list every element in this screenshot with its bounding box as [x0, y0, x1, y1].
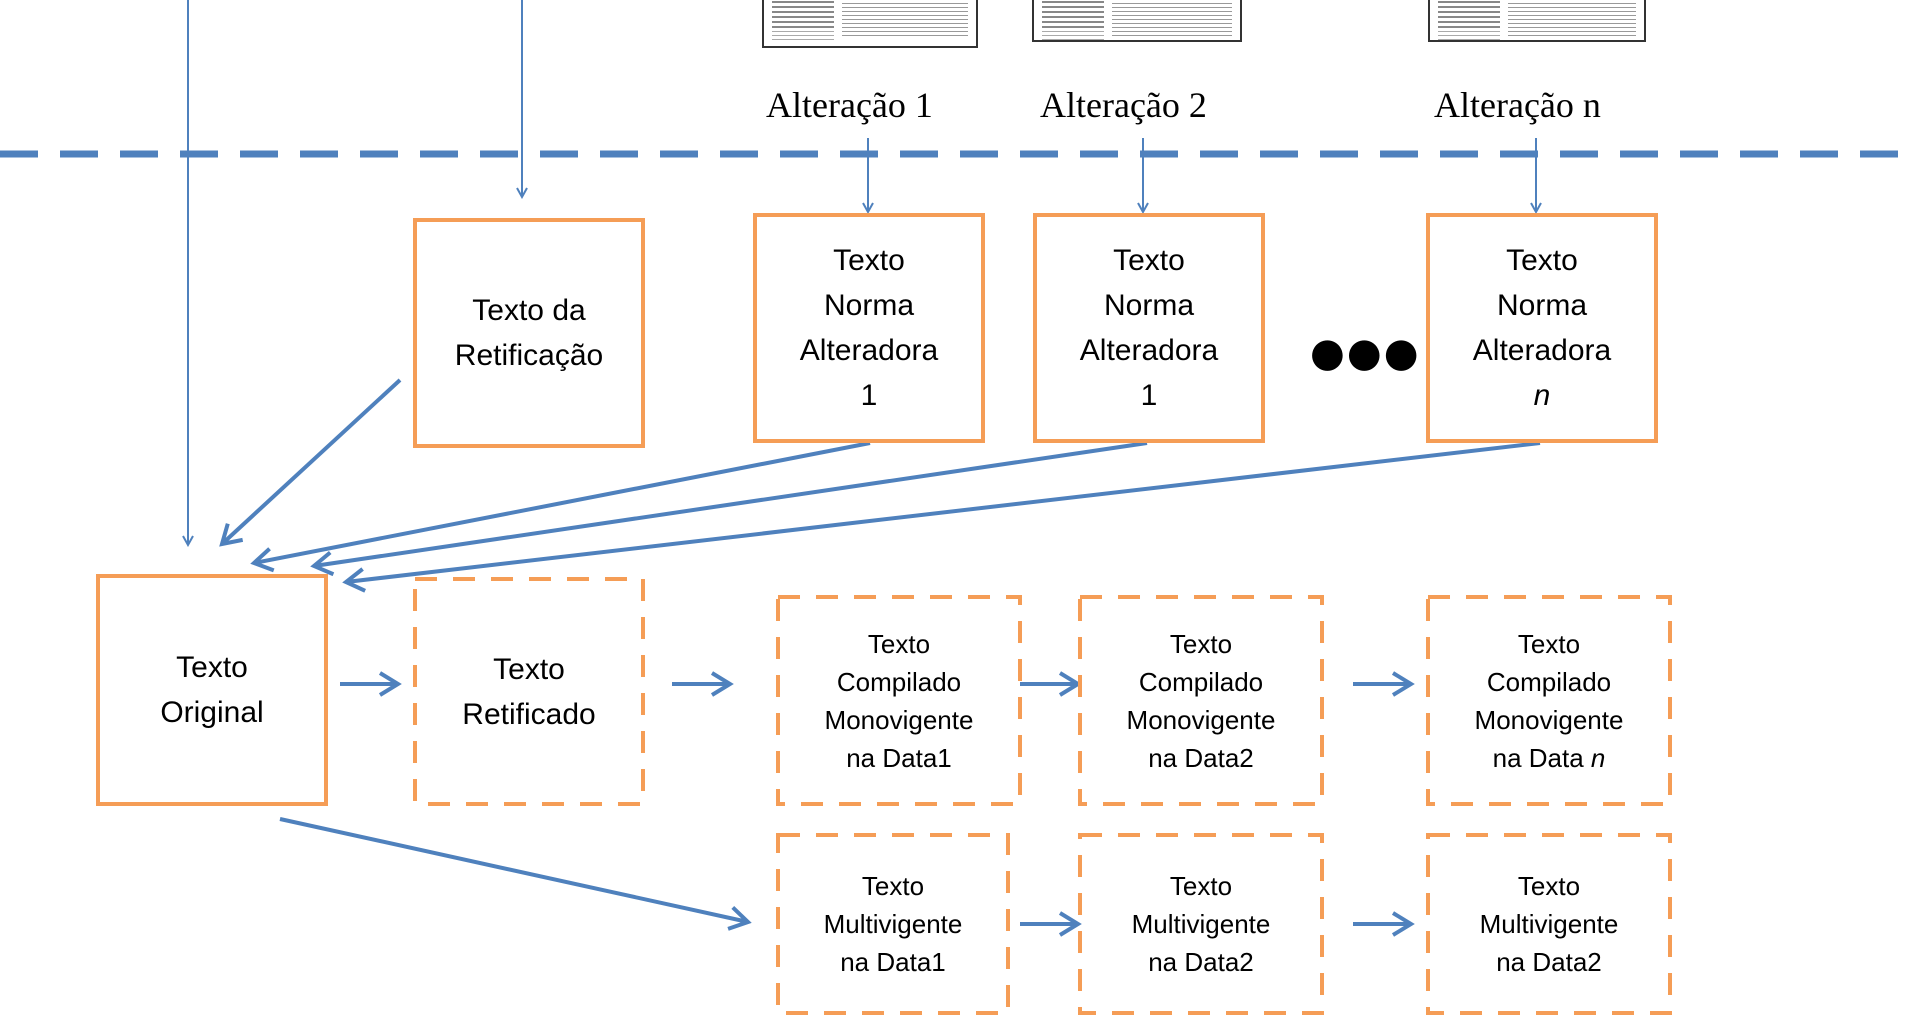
box-line: Multivigente: [823, 909, 963, 939]
box-border-retificado: [413, 577, 645, 806]
box-line: 1: [1140, 379, 1158, 412]
box-line: Compilado: [1486, 666, 1612, 697]
box-line: na Data2: [1148, 947, 1254, 977]
box-line: Texto: [1169, 871, 1233, 901]
box-line: Texto da: [472, 294, 586, 327]
amendment-label-1: Alteração 1: [766, 85, 933, 125]
box-line: Compilado: [1138, 666, 1264, 697]
box-line: Norma: [1103, 289, 1194, 322]
box-border-multi2: [1078, 833, 1324, 1015]
arrow-original-to-multi1: [279, 817, 752, 931]
box-border-comp2: [1078, 595, 1324, 806]
ellipsis-dots: ●●●: [1310, 330, 1421, 376]
document-thumbnail-1: [762, 0, 978, 48]
box-line: Monovigente: [824, 704, 974, 735]
box-line: Original: [160, 696, 264, 729]
box-border-comp1: [776, 595, 1022, 806]
box-line: Texto: [833, 244, 905, 277]
amendment-label-2: Alteração 2: [1040, 85, 1207, 125]
box-line: Norma: [1496, 289, 1587, 322]
box-line: na Data2: [1148, 742, 1254, 773]
box-line: 1: [860, 379, 878, 412]
box-line: na Data1: [840, 947, 946, 977]
box-line-part: na Data: [1492, 742, 1591, 773]
arrow-alt2-to-original: [310, 441, 1148, 577]
box-line: na Data2: [1496, 947, 1602, 977]
box-line: Alteradora: [1472, 334, 1612, 367]
box-line: Texto: [1506, 244, 1578, 277]
box-line: Alteradora: [1079, 334, 1219, 367]
arrow-alt1-to-original: [250, 441, 871, 573]
arrow-altn-to-original: [342, 441, 1541, 593]
box-line: Alteradora: [799, 334, 939, 367]
box-line: Retificação: [454, 339, 604, 372]
box-line: Texto: [861, 871, 925, 901]
box-line: Texto: [867, 628, 931, 659]
box-line: Monovigente: [1126, 704, 1276, 735]
box-line: na Data n: [1475, 739, 1624, 777]
box-line: Texto: [493, 652, 565, 686]
box-line: Monovigente: [1474, 704, 1624, 735]
box-line: Retificado: [462, 697, 596, 731]
box-line: Multivigente: [1479, 909, 1619, 939]
box-line: na Data1: [846, 742, 952, 773]
document-thumbnail-2: [1032, 0, 1242, 42]
box-line: Multivigente: [1131, 909, 1271, 939]
box-line: Compilado: [836, 666, 962, 697]
box-line: Texto: [1517, 628, 1581, 659]
box-line: n: [1533, 379, 1551, 412]
box-line: Texto: [1517, 871, 1581, 901]
box-line: Texto: [176, 651, 248, 684]
amendment-label-n: Alteração n: [1434, 85, 1601, 125]
box-border-multi1: [776, 833, 1010, 1015]
box-line-part: n: [1590, 742, 1606, 773]
box-line: Texto: [1169, 628, 1233, 659]
arrow-retificacao-to-original: [219, 378, 402, 547]
box-border-compn: [1426, 595, 1672, 806]
box-line: Norma: [823, 289, 914, 322]
box-border-multin: [1426, 833, 1672, 1015]
box-line: Texto: [1113, 244, 1185, 277]
box-texto-da-retificacao: Texto da Retificação: [413, 218, 645, 448]
document-thumbnail-n: [1428, 0, 1646, 42]
